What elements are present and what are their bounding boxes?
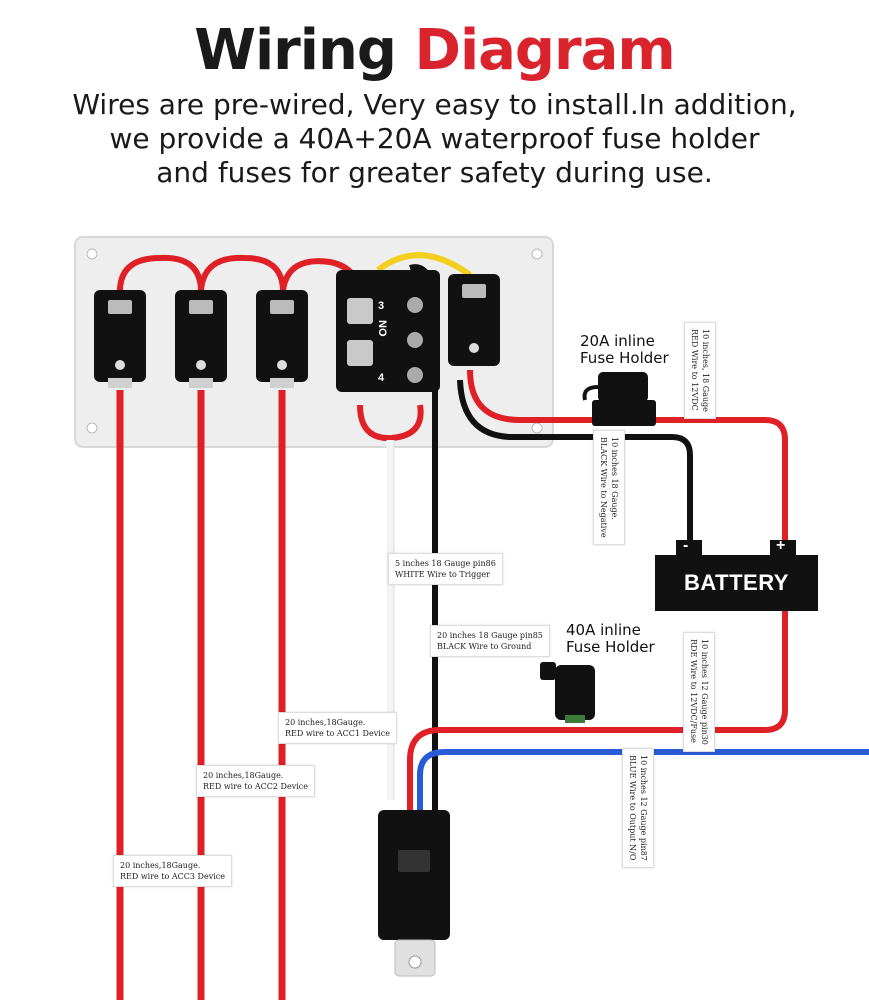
fuse-40a-label-line-1: 40A inline xyxy=(566,621,641,639)
panel-screw-hole-tr xyxy=(531,248,543,260)
switch-pin-mid: NO xyxy=(376,320,388,337)
red-wire-pin30 xyxy=(407,610,788,810)
switch-pin-bottom: 4 xyxy=(378,372,385,384)
subtitle-line-1: Wires are pre-wired, Very easy to instal… xyxy=(72,88,797,121)
blue-wire-pin87 xyxy=(417,749,869,815)
switch-acc2[interactable] xyxy=(175,290,227,388)
tag-black-negative: 10 inches 18 Gauge.BLACK Wire to Negativ… xyxy=(593,430,625,545)
black-wire-negative xyxy=(457,379,693,555)
tag-red-12vdc-line-1: 10 inches, 18 Gauge xyxy=(701,329,710,412)
tag-black-ground-line-1: 20 inches 18 Gauge pin85 xyxy=(437,631,543,640)
tag-blue-pin87-line-1: 10 inches 12 Gauge pin87 xyxy=(639,755,648,861)
tag-acc1-line-2: RED wire to ACC1 Device xyxy=(285,729,390,738)
panel-screw-hole-br xyxy=(531,422,543,434)
tag-acc1: 20 inches,18Gauge. RED wire to ACC1 Devic… xyxy=(278,712,397,744)
switch-acc3[interactable] xyxy=(94,290,146,388)
tag-blue-pin87-line-2: BLUE Wire to Output N/O xyxy=(628,755,637,861)
subtitle: Wires are pre-wired, Very easy to instal… xyxy=(0,88,869,190)
red-jumper-wire-bottom xyxy=(357,404,424,442)
subtitle-line-2: we provide a 40A+20A waterproof fuse hol… xyxy=(109,122,760,155)
yellow-jumper-wire xyxy=(376,252,472,278)
tag-red-12vdc-line-2: RED Wire to 12VDC xyxy=(690,329,699,411)
tag-red-pin30-line-2: RDE Wire to 12VDC/Fuse xyxy=(689,639,698,743)
relay xyxy=(378,810,450,977)
fuse-40a-label-line-2: Fuse Holder xyxy=(566,638,655,656)
tag-black-negative-line-1: 10 inches 18 Gauge. xyxy=(610,437,619,520)
fuse-20a-label: 20A inline Fuse Holder xyxy=(580,333,669,367)
tag-acc2: 20 inches,18Gauge. RED wire to ACC2 Devic… xyxy=(196,765,315,797)
panel-screw-hole-bl xyxy=(86,422,98,434)
red-wire-12vdc xyxy=(467,369,788,555)
tag-acc1-line-1: 20 inches,18Gauge. xyxy=(285,718,366,727)
fuse-holder-40a[interactable] xyxy=(540,662,595,723)
tag-black-ground-line-2: BLACK Wire to Ground xyxy=(437,642,532,651)
tag-white-trigger-line-2: WHITE Wire to Trigger xyxy=(395,570,490,579)
subtitle-line-3: and fuses for greater safety during use. xyxy=(156,156,713,189)
battery xyxy=(655,540,818,611)
tag-acc2-line-1: 20 inches,18Gauge. xyxy=(203,771,284,780)
title-word-diagram: Diagram xyxy=(414,18,675,83)
fuse-20a-label-line-1: 20A inline xyxy=(580,332,655,350)
tag-acc2-line-2: RED wire to ACC2 Device xyxy=(203,782,308,791)
tag-red-pin30-line-1: 10 inches 12 Gauge pin30 xyxy=(700,639,709,745)
tag-acc3-line-1: 20 inches,18Gauge. xyxy=(120,861,201,870)
fuse-20a-label-line-2: Fuse Holder xyxy=(580,349,669,367)
black-wire-switch-loop xyxy=(409,264,438,460)
fuse-holder-20a[interactable] xyxy=(582,372,656,426)
battery-negative-terminal: - xyxy=(683,537,689,554)
panel-screw-hole-tl xyxy=(86,248,98,260)
tag-white-trigger-line-1: 5 inches 18 Gauge pin86 xyxy=(395,559,496,568)
tag-acc3: 20 inches,18Gauge. RED wire to ACC3 Devic… xyxy=(113,855,232,887)
fuse-40a-label: 40A inline Fuse Holder xyxy=(566,622,655,656)
battery-positive-terminal: + xyxy=(776,537,786,554)
switch-pin-top: 3 xyxy=(378,300,385,312)
page-title: Wiring Diagram xyxy=(0,18,869,83)
tag-black-negative-line-2: BLACK Wire to Negative xyxy=(599,437,608,538)
master-switch-indicator xyxy=(448,274,500,366)
switch-acc1[interactable] xyxy=(256,290,308,388)
battery-label: BATTERY xyxy=(684,570,789,595)
tag-acc3-line-2: RED wire to ACC3 Device xyxy=(120,872,225,881)
master-switch[interactable] xyxy=(336,270,440,392)
title-word-wiring: Wiring xyxy=(194,18,397,83)
red-jumper-wire-top xyxy=(116,254,363,301)
